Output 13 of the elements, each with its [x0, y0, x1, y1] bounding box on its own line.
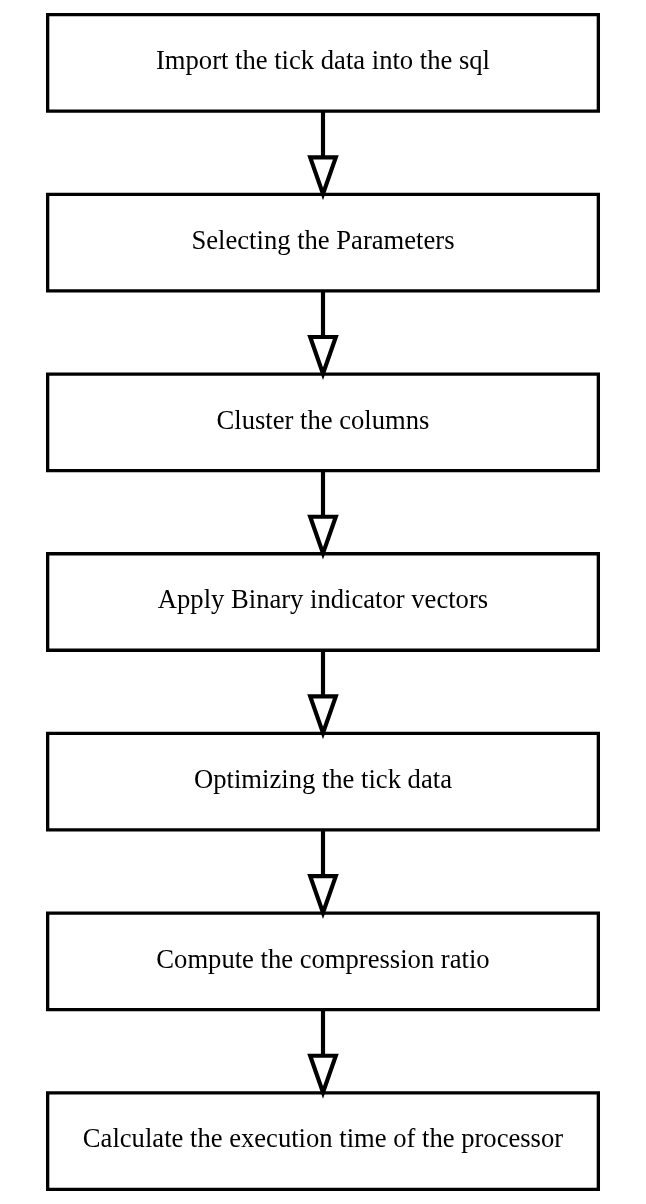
node-box: Calculate the execution time of the processor — [46, 1091, 600, 1191]
node-box: Compute the compression ratio — [46, 911, 600, 1012]
node-box: Cluster the columns — [46, 372, 600, 473]
arrow — [307, 291, 339, 380]
node-box: Apply Binary indicator vectors — [46, 552, 600, 652]
node-box: Optimizing the tick data — [46, 731, 600, 832]
arrow — [307, 830, 339, 919]
arrow — [307, 111, 339, 201]
arrow — [307, 650, 339, 740]
node-box: Import the tick data into the sql — [46, 13, 600, 113]
arrow — [307, 1009, 339, 1099]
node-box: Selecting the Parameters — [46, 192, 600, 293]
arrow — [307, 470, 339, 560]
